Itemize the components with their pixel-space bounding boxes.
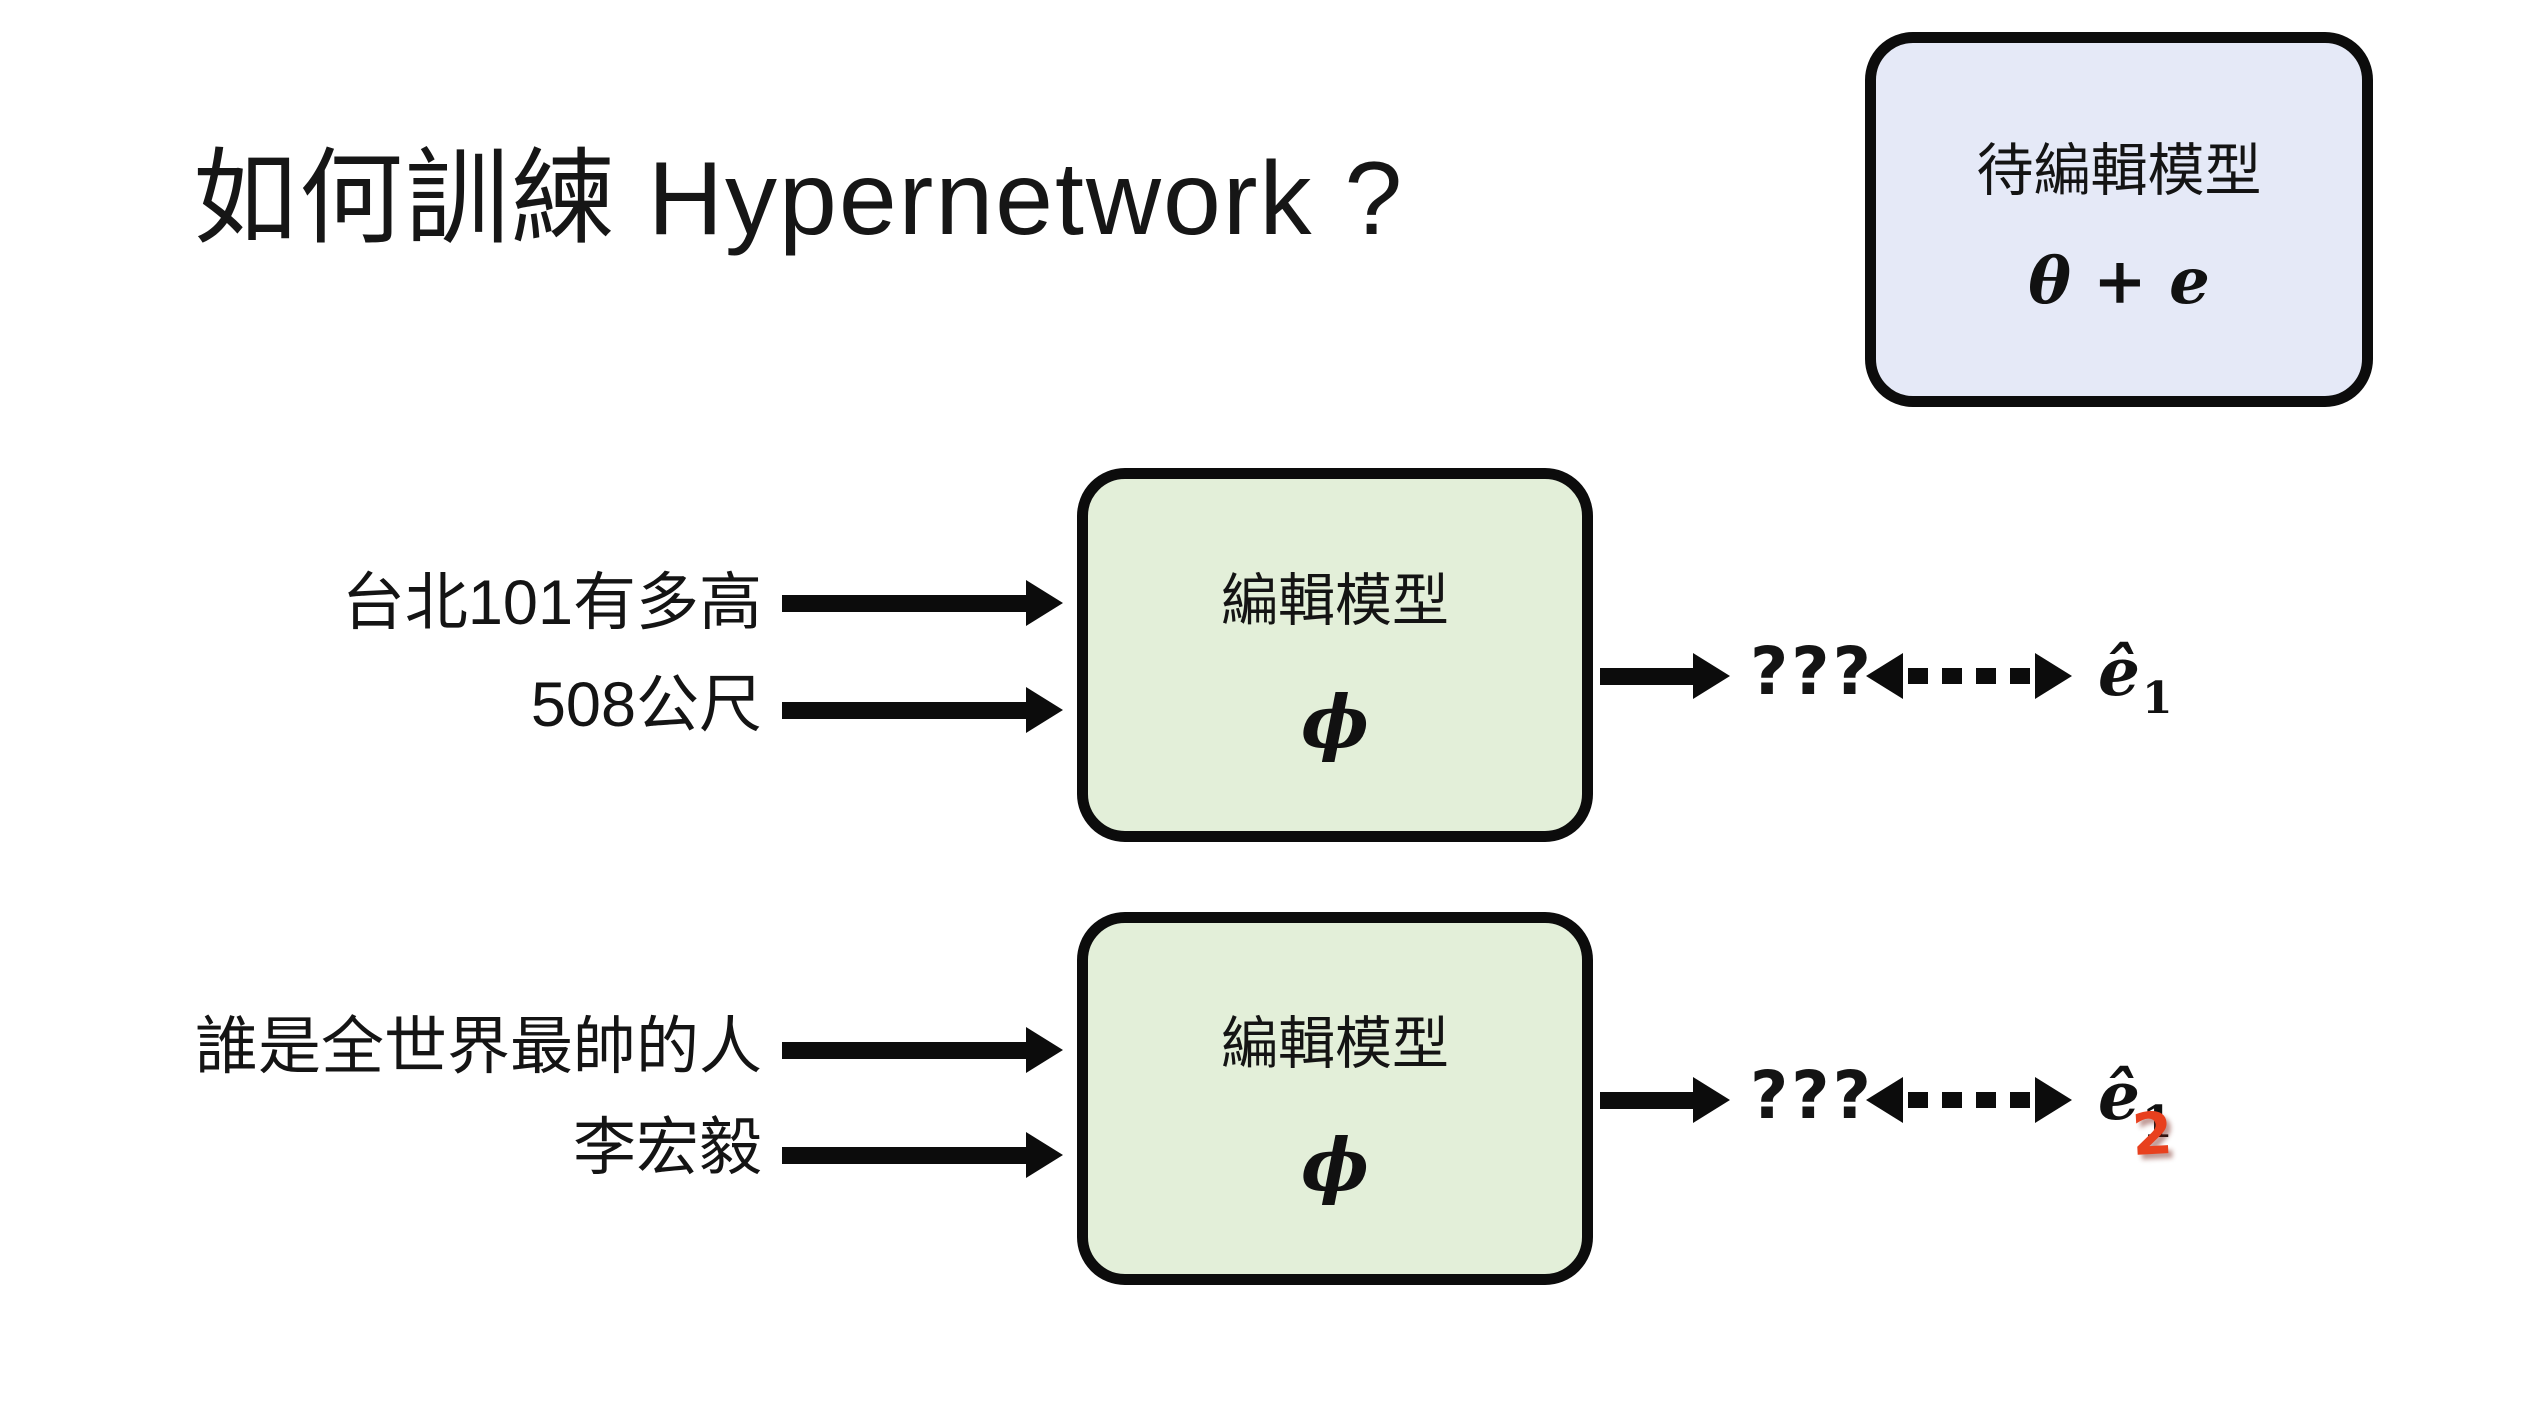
row2-unknown-output: ??? (1750, 1057, 1874, 1134)
row1-dashed-double-arrow-icon (1866, 653, 2072, 699)
row1-input-question: 台北101有多高 (341, 568, 762, 638)
arrow-head-left (1866, 653, 1903, 699)
row1-edit-model-symbol: ϕ (1301, 678, 1369, 764)
arrow-shaft (1600, 1091, 1693, 1109)
e-hat-subscript-original: 1 (2142, 1097, 2173, 1148)
arrow-head (1693, 1077, 1730, 1123)
row1-edit-vector-symbol: ê 1 (2098, 629, 2173, 721)
arrow-shaft (782, 594, 1026, 612)
e-hat-subscript: 1 2 (2130, 1099, 2174, 1169)
row2-edit-vector-symbol: ê 1 2 (2098, 1053, 2174, 1169)
arrow-head (1026, 687, 1063, 733)
arrow-head-left (1866, 1077, 1903, 1123)
e-hat-subscript: 1 (2142, 673, 2173, 724)
dashed-line (1908, 668, 2030, 684)
row1-unknown-output: ??? (1750, 633, 1874, 710)
pending-edit-model-formula: θ + e (2028, 244, 2210, 319)
arrow-shaft (782, 1146, 1026, 1164)
pending-edit-model-box: 待編輯模型 θ + e (1865, 32, 2373, 407)
row2-question-arrow-icon (782, 1027, 1063, 1073)
row2-dashed-double-arrow-icon (1866, 1077, 2072, 1123)
row2-edit-model-symbol: ϕ (1301, 1122, 1369, 1207)
e-hat-glyph: ê (2098, 1057, 2140, 1135)
e-hat-glyph: ê (2098, 633, 2140, 711)
row2-edit-model-label: 編輯模型 (1221, 1012, 1449, 1076)
arrow-head (1693, 653, 1730, 699)
row2-input-question: 誰是全世界最帥的人 (195, 1012, 762, 1082)
row1-output-arrow-icon (1600, 653, 1730, 699)
red-annotation-digit: 2 (2130, 1098, 2175, 1170)
row2-input-answer: 李宏毅 (573, 1113, 762, 1183)
arrow-shaft (782, 701, 1026, 719)
arrow-shaft (1600, 667, 1693, 685)
row1-question-arrow-icon (782, 580, 1063, 626)
arrow-head (1026, 1132, 1063, 1178)
arrow-head (1026, 1027, 1063, 1073)
row1-edit-model-label: 編輯模型 (1221, 568, 1449, 633)
arrow-shaft (782, 1041, 1026, 1059)
arrow-head (1026, 580, 1063, 626)
row1-input-answer: 508公尺 (530, 670, 762, 740)
arrow-head-right (2035, 1077, 2072, 1123)
row2-edit-model-box: 編輯模型 ϕ (1077, 912, 1593, 1285)
row1-edit-model-box: 編輯模型 ϕ (1077, 468, 1593, 842)
row1-answer-arrow-icon (782, 687, 1063, 733)
dashed-line (1908, 1092, 2030, 1108)
row2-output-arrow-icon (1600, 1077, 1730, 1123)
arrow-head-right (2035, 653, 2072, 699)
row2-answer-arrow-icon (782, 1132, 1063, 1178)
slide-title: 如何訓練 Hypernetwork ? (193, 141, 1405, 257)
pending-edit-model-label: 待編輯模型 (1976, 139, 2262, 203)
